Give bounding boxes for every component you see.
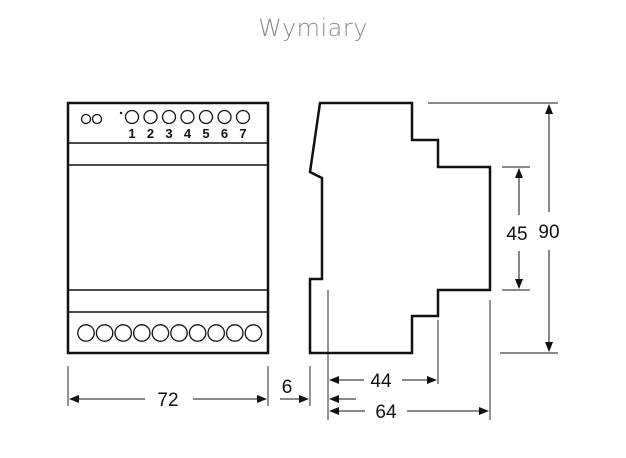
terminal-number: 3 — [165, 126, 172, 141]
terminal-screw — [225, 324, 244, 342]
led-indicator — [91, 113, 103, 125]
terminal-screw — [170, 324, 188, 342]
terminal-screw — [235, 109, 251, 125]
dimension-height-inner-label: 45 — [506, 224, 527, 245]
terminal-number: 6 — [221, 126, 228, 141]
terminal-number: 4 — [184, 126, 192, 141]
terminal-number: 1 — [128, 126, 135, 141]
terminal-screw — [151, 324, 170, 342]
page-title: Wymiary — [258, 14, 368, 42]
terminal-screw — [188, 324, 207, 342]
dimension-lines — [69, 104, 553, 415]
side-view — [308, 101, 492, 355]
terminal-screw — [77, 324, 95, 342]
side-profile — [308, 101, 492, 355]
terminal-screw — [244, 324, 263, 342]
terminal-screw — [95, 324, 114, 342]
terminal-screw — [207, 324, 226, 342]
extension-lines — [67, 102, 558, 420]
terminal-screw — [143, 109, 158, 125]
terminal-screw — [114, 324, 133, 342]
terminal-number: 7 — [239, 126, 246, 141]
terminal-number: 2 — [147, 126, 154, 141]
dimension-depth-inner-label: 44 — [370, 371, 392, 392]
led-indicator — [80, 113, 92, 125]
terminal-screw — [161, 109, 177, 125]
terminal-screw — [198, 109, 214, 125]
terminal-number: 5 — [202, 126, 209, 141]
dimension-height-total-label: 90 — [538, 222, 559, 243]
terminal-screw — [180, 109, 195, 125]
terminal-screw — [124, 109, 140, 125]
dimension-gap-label: 6 — [282, 377, 293, 398]
dimension-depth-total-label: 64 — [375, 402, 397, 423]
dimension-width-label: 72 — [157, 390, 178, 411]
terminal-screw — [132, 324, 151, 342]
bottom-terminal-block — [77, 324, 263, 342]
terminal-screw — [217, 109, 232, 125]
